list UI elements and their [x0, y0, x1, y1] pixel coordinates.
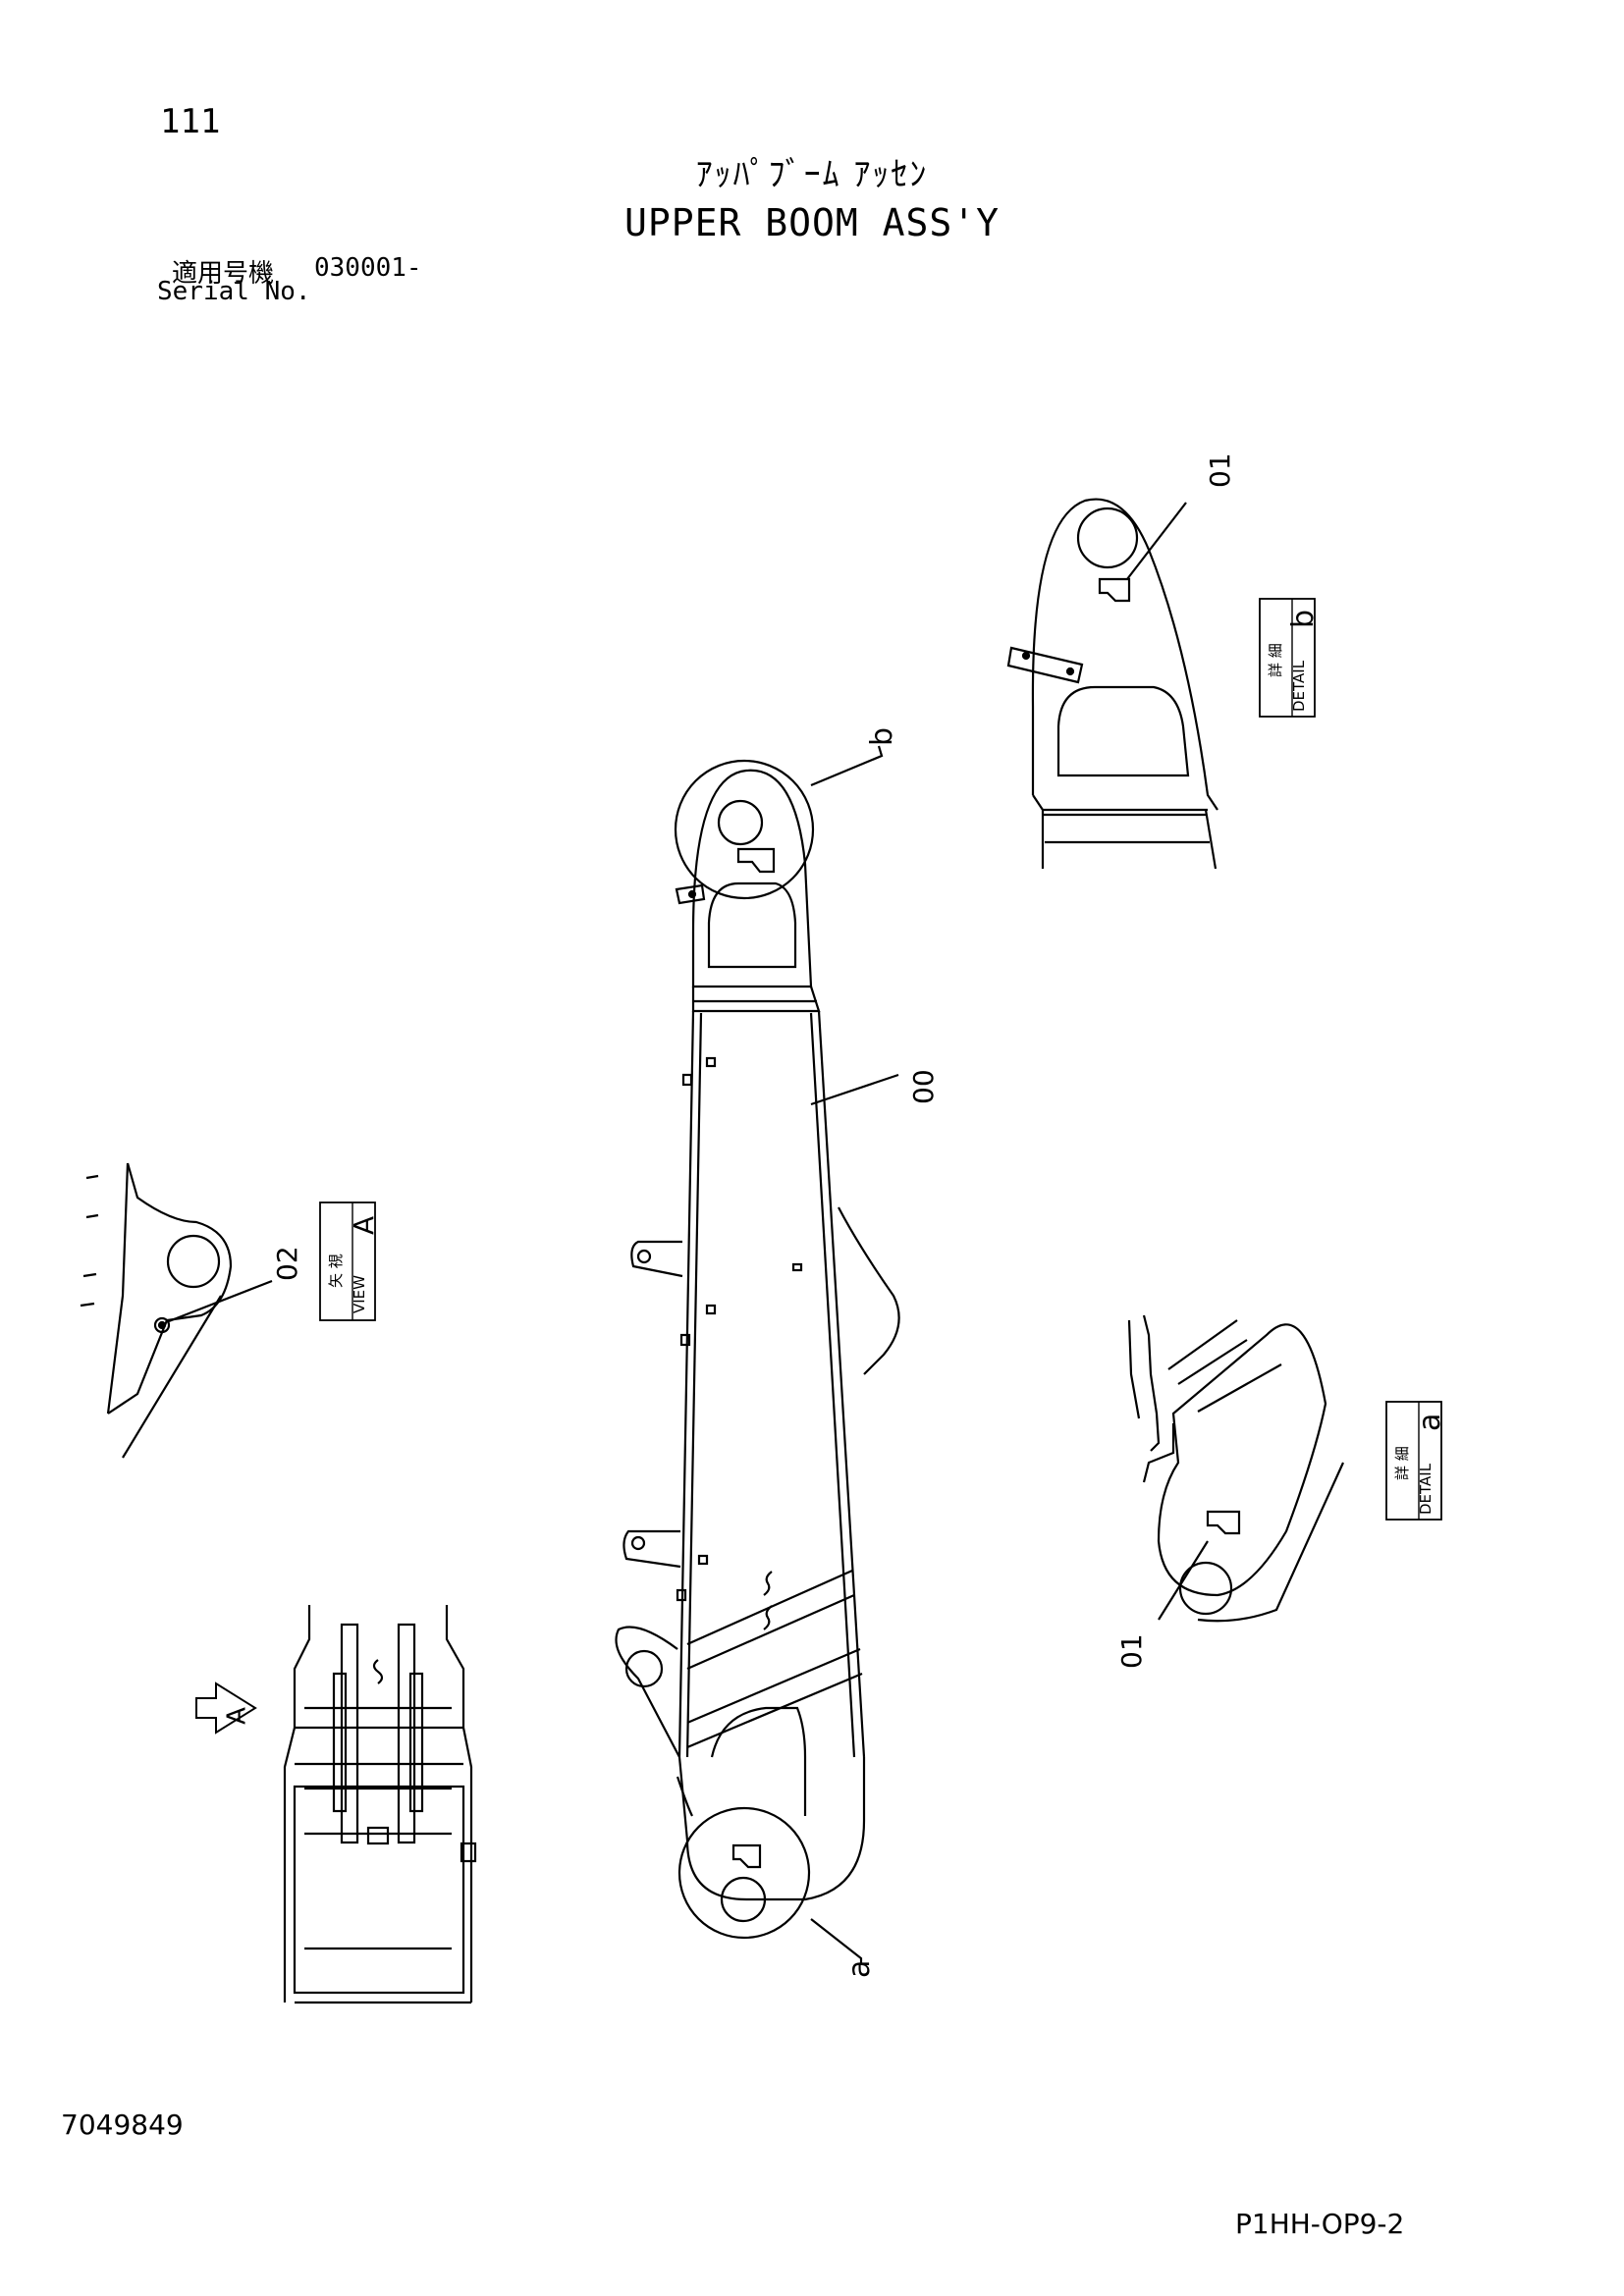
detail-a-letter: a — [1413, 1414, 1447, 1431]
detail-a-label-box: a 詳 細 DETAIL — [1385, 1401, 1447, 1521]
callout-01-top: 01 — [1204, 453, 1236, 488]
detail-b-label-box: b 詳 細 DETAIL — [1259, 598, 1321, 718]
view-a-letter: A — [348, 1216, 380, 1235]
leader-lines — [810, 745, 899, 1963]
view-a-label-box: A 矢 視 VIEW — [319, 1201, 380, 1321]
callout-00: 00 — [907, 1069, 940, 1104]
detail-a-view — [1127, 1314, 1345, 1623]
serial-label-japanese: 適用号機 — [172, 259, 275, 289]
callout-02: 02 — [271, 1246, 303, 1281]
view-a-view — [80, 1162, 273, 1459]
callout-01-bottom: 01 — [1115, 1633, 1148, 1669]
view-a-jp: 矢 視 — [327, 1254, 345, 1288]
view-a-en: VIEW — [351, 1275, 368, 1313]
side-section-view — [195, 1605, 477, 2004]
upper-boom-main-view — [615, 759, 900, 1940]
sheet-code: P1HH-OP9-2 — [1235, 2208, 1405, 2240]
view-arrow-letter: A — [223, 1707, 252, 1725]
callout-labels: 01 b 00 02 a 01 A — [223, 453, 1237, 1978]
callout-a-bottom: a — [842, 1960, 877, 1978]
detail-b-view — [1006, 498, 1218, 870]
title-english: UPPER BOOM ASS'Y — [623, 201, 1001, 244]
serial-label-english: Serial No. — [157, 277, 311, 306]
detail-a-jp: 詳 細 — [1393, 1446, 1411, 1480]
callout-b: b — [865, 727, 899, 746]
title-japanese: ｱｯﾊﾟﾌﾞｰﾑ ｱｯｾﾝ — [695, 155, 929, 194]
page-number: 111 — [160, 102, 221, 141]
drawing-number: 7049849 — [61, 2109, 184, 2141]
detail-a-en: DETAIL — [1417, 1463, 1435, 1515]
detail-b-letter: b — [1286, 610, 1321, 628]
detail-b-en: DETAIL — [1290, 660, 1308, 712]
detail-b-jp: 詳 細 — [1267, 643, 1284, 677]
serial-value: 030001- — [314, 253, 422, 283]
